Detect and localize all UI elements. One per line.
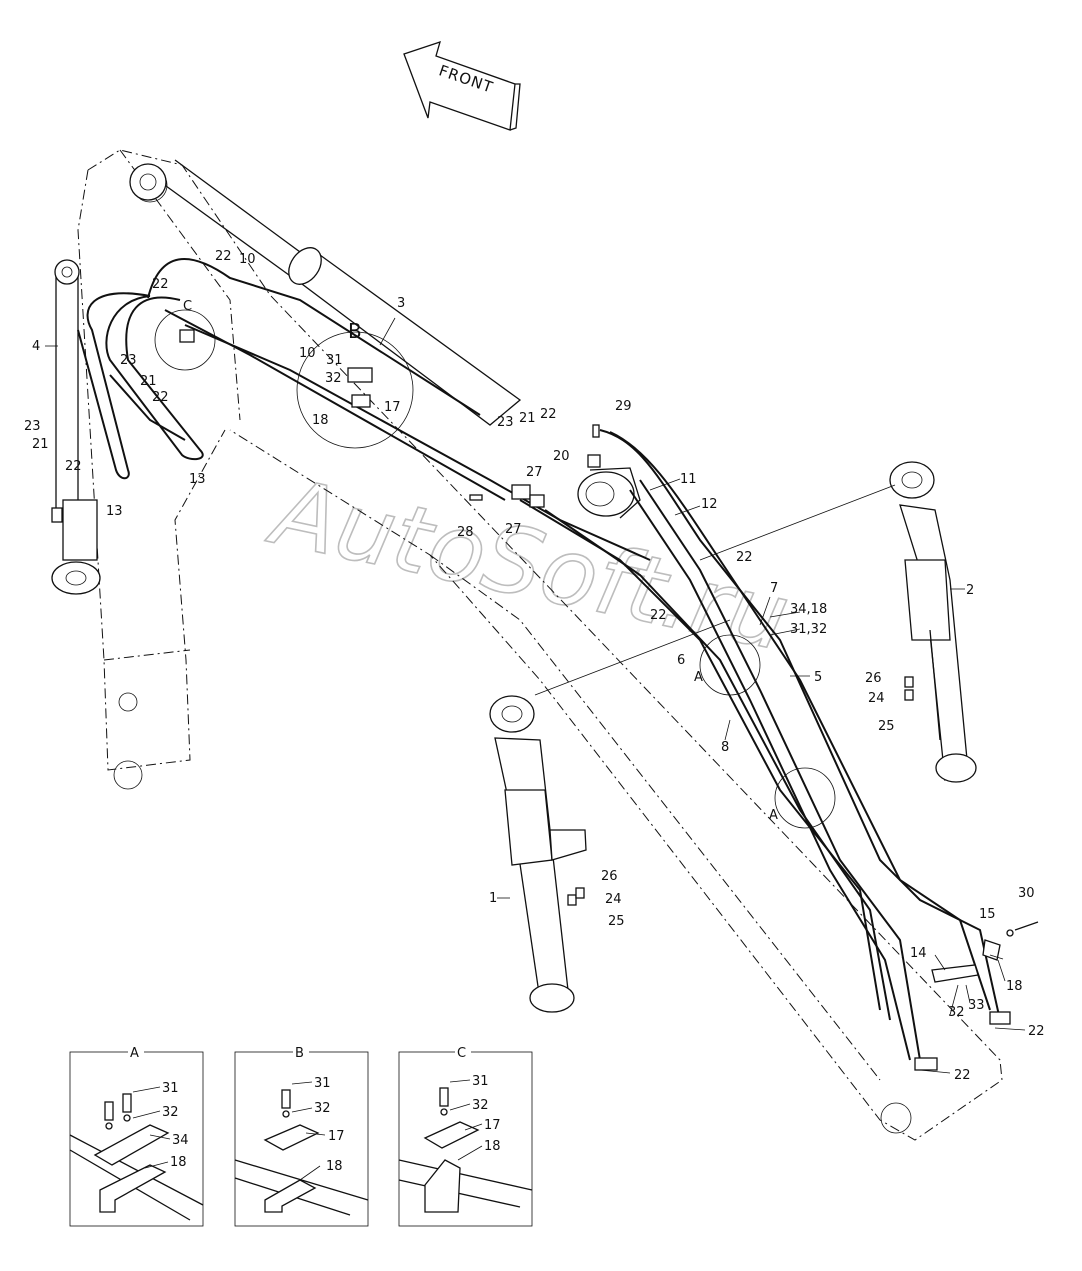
part-label: 5 bbox=[814, 670, 822, 685]
part-label: 18 bbox=[1006, 979, 1023, 994]
part-label: 25 bbox=[878, 719, 895, 734]
part-label: 22 bbox=[650, 608, 667, 623]
part-label: 31 bbox=[326, 353, 343, 368]
part-label: 21 bbox=[140, 374, 157, 389]
part-label: 26 bbox=[865, 671, 882, 686]
part-label: 6 bbox=[677, 653, 685, 668]
cylinder-2 bbox=[889, 461, 977, 783]
part-label: 12 bbox=[701, 497, 718, 512]
part-label: 23 bbox=[24, 419, 41, 434]
detail-box-b-label: 32 bbox=[314, 1101, 331, 1116]
part-label: 14 bbox=[910, 946, 927, 961]
part-label: 31,32 bbox=[790, 622, 827, 637]
part-label: 10 bbox=[299, 346, 316, 361]
part-label: 22 bbox=[540, 407, 557, 422]
detail-box-b-label: 18 bbox=[326, 1159, 343, 1174]
detail-circle-a-lower: A bbox=[769, 767, 836, 829]
part-label: 20 bbox=[553, 449, 570, 464]
part-label: 22 bbox=[152, 277, 169, 292]
detail-box-c-label: 31 bbox=[472, 1074, 489, 1089]
part-label: 23 bbox=[120, 353, 137, 368]
part-label: 23 bbox=[497, 415, 514, 430]
detail-box-a-label: 34 bbox=[172, 1133, 189, 1148]
part-label: 24 bbox=[605, 892, 622, 907]
pipes-10 bbox=[147, 258, 651, 561]
part-label: 22 bbox=[65, 459, 82, 474]
detail-box-b-label: 31 bbox=[314, 1076, 331, 1091]
part-label: 30 bbox=[1018, 886, 1035, 901]
part-label: 25 bbox=[608, 914, 625, 929]
detail-box-c: C 31 32 17 18 bbox=[398, 1045, 533, 1227]
detail-circle-c-label: C bbox=[183, 299, 192, 314]
detail-box-b-title: B bbox=[295, 1046, 304, 1061]
arm-cylinder-4 bbox=[51, 259, 101, 595]
part-label: 15 bbox=[979, 907, 996, 922]
part-label: 26 bbox=[601, 869, 618, 884]
part-label: 27 bbox=[505, 522, 522, 537]
boom-cylinder-3 bbox=[129, 159, 641, 519]
part-label: 22 bbox=[152, 390, 169, 405]
detail-box-a-label: 18 bbox=[170, 1155, 187, 1170]
front-arrow: FRONT bbox=[403, 40, 521, 131]
part-label: 17 bbox=[384, 400, 401, 415]
detail-circle-a-lower-label: A bbox=[769, 808, 778, 823]
part-label: 22 bbox=[1028, 1024, 1045, 1039]
part-label: 4 bbox=[32, 339, 40, 354]
part-label: 32 bbox=[948, 1005, 965, 1020]
part-label: 1 bbox=[489, 891, 497, 906]
part-label: 11 bbox=[680, 472, 697, 487]
detail-circle-c: C bbox=[154, 299, 216, 371]
part-label: 13 bbox=[106, 504, 123, 519]
detail-box-a: A 31 32 34 18 bbox=[69, 1045, 204, 1227]
part-label: 18 bbox=[312, 413, 329, 428]
detail-box-a-label: 31 bbox=[162, 1081, 179, 1096]
part-label: 8 bbox=[721, 740, 729, 755]
boom-outline bbox=[77, 149, 1003, 1141]
detail-box-b: B 31 32 17 18 bbox=[234, 1045, 369, 1227]
part-label: 28 bbox=[457, 525, 474, 540]
part-label: 7 bbox=[770, 581, 778, 596]
fittings bbox=[469, 424, 914, 906]
detail-box-c-label: 17 bbox=[484, 1118, 501, 1133]
detail-circle-a-upper: A bbox=[694, 634, 761, 696]
part-label: 13 bbox=[189, 472, 206, 487]
detail-box-c-label: 18 bbox=[484, 1139, 501, 1154]
part-label: 34,18 bbox=[790, 602, 827, 617]
part-label: 21 bbox=[519, 411, 536, 426]
part-label: 32 bbox=[325, 371, 342, 386]
part-label: 10 bbox=[239, 252, 256, 267]
detail-circle-a-upper-label: A bbox=[694, 670, 703, 685]
part-label: 22 bbox=[215, 249, 232, 264]
part-label: 22 bbox=[954, 1068, 971, 1083]
detail-box-c-title: C bbox=[457, 1046, 466, 1061]
detail-box-a-label: 32 bbox=[162, 1105, 179, 1120]
part-label: 3 bbox=[397, 296, 405, 311]
part-label: 27 bbox=[526, 465, 543, 480]
detail-circle-b: B bbox=[296, 319, 414, 449]
part-label: 21 bbox=[32, 437, 49, 452]
hose-13-left bbox=[77, 292, 204, 480]
detail-box-a-title: A bbox=[130, 1046, 139, 1061]
part-label: 29 bbox=[615, 399, 632, 414]
cylinder-1 bbox=[489, 695, 587, 1013]
detail-box-b-label: 17 bbox=[328, 1129, 345, 1144]
part-number-labels: 1 2 3 4 5 6 7 8 10 10 11 12 13 13 14 15 … bbox=[24, 249, 1045, 1083]
part-label: 2 bbox=[966, 583, 974, 598]
leader-lines bbox=[45, 317, 1026, 1074]
bracket-assembly bbox=[914, 921, 1039, 1071]
detail-circle-b-label: B bbox=[348, 319, 362, 343]
part-label: 24 bbox=[868, 691, 885, 706]
part-label: 22 bbox=[736, 550, 753, 565]
part-label: 33 bbox=[968, 998, 985, 1013]
detail-box-c-label: 32 bbox=[472, 1098, 489, 1113]
pipes-boom bbox=[519, 429, 1001, 1061]
